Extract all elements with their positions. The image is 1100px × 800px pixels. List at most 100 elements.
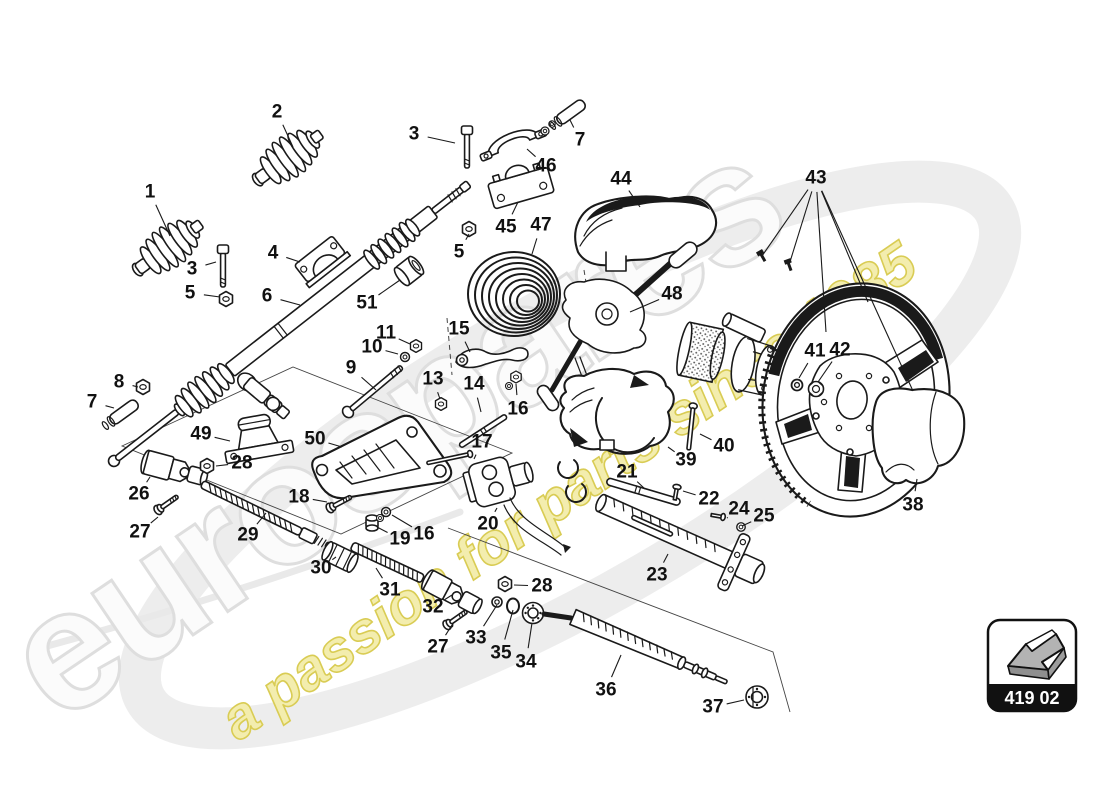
part-flex-shaft-29 — [200, 480, 335, 551]
part-screw-22 — [672, 483, 682, 501]
part-number-label-44: 44 — [610, 169, 632, 190]
badge-code-bar — [988, 684, 1076, 711]
part-number-label-39: 39 — [675, 450, 696, 471]
part-rack-clamp-4 — [294, 236, 352, 289]
part-ignition-wire — [503, 504, 562, 556]
leader-line — [817, 361, 833, 383]
leader-line — [504, 609, 514, 640]
part-bearing-37 — [745, 685, 769, 709]
part-ignition-joint-20 — [462, 456, 534, 508]
leader-line — [398, 338, 411, 345]
part-nut-13 — [434, 396, 448, 412]
part-half-collar — [565, 483, 587, 503]
part-number-label-43: 43 — [805, 168, 826, 189]
part-bushing-51 — [393, 255, 425, 287]
part-clamp-46 — [479, 128, 548, 162]
part-washer-16 — [375, 513, 385, 523]
leader-line — [376, 526, 388, 534]
part-number-label-29: 29 — [237, 525, 258, 546]
leader-line — [473, 454, 477, 460]
part-number-label-11: 11 — [376, 323, 397, 344]
part-number-label-21: 21 — [616, 462, 638, 483]
leader-line — [444, 594, 453, 600]
leader-line — [511, 201, 519, 215]
part-o-ring-35 — [506, 597, 520, 615]
part-number-label-33: 33 — [465, 628, 486, 649]
part-nut-28-left — [199, 457, 215, 475]
part-number-label-28: 28 — [531, 576, 552, 597]
leader-line — [146, 476, 151, 483]
part-number-label-13: 13 — [422, 369, 443, 390]
diagram-artwork — [99, 97, 966, 709]
leader-line — [682, 490, 696, 496]
part-number-label-15: 15 — [448, 319, 470, 340]
part-bearing-34 — [521, 601, 545, 625]
leader-line — [531, 238, 538, 255]
leader-line — [203, 294, 221, 298]
part-number-label-23: 23 — [646, 565, 667, 586]
badge-code-text: 419 02 — [1004, 688, 1059, 708]
part-number-label-48: 48 — [661, 284, 682, 305]
leader-line — [312, 498, 328, 503]
leader-line — [361, 376, 377, 391]
leader-line — [513, 584, 529, 587]
part-number-label-9: 9 — [346, 358, 357, 379]
leader-line — [515, 383, 518, 396]
part-number-label-46: 46 — [535, 156, 556, 177]
leader-line — [445, 624, 453, 636]
part-number-label-42: 42 — [829, 340, 850, 361]
part-number-label-20: 20 — [477, 514, 498, 535]
leader-line — [328, 442, 343, 448]
part-number-label-3: 3 — [409, 124, 420, 145]
leader-line — [215, 464, 229, 467]
leader-line — [527, 622, 533, 649]
leader-line — [761, 189, 809, 257]
leader-line — [427, 136, 456, 144]
part-combination-switch-48 — [536, 241, 698, 412]
part-number-label-3: 3 — [187, 259, 198, 280]
part-washer-25 — [736, 522, 746, 532]
leader-line — [437, 392, 441, 400]
watermark-swoosh-tail — [36, 508, 464, 652]
part-number-label-19: 19 — [389, 529, 410, 550]
leader-line — [378, 279, 401, 296]
part-number-label-35: 35 — [490, 643, 512, 664]
leader-line — [391, 514, 413, 528]
leader-line — [611, 654, 622, 678]
part-lever-15 — [455, 347, 529, 391]
leader-line — [256, 512, 267, 525]
leader-line — [132, 385, 139, 388]
part-ignition-wire — [509, 497, 567, 549]
part-bolt-3-left — [216, 244, 230, 288]
part-number-label-40: 40 — [713, 436, 734, 457]
part-number-label-2: 2 — [272, 102, 283, 123]
leader-line — [914, 478, 918, 492]
part-pin-7-left — [99, 397, 141, 432]
part-number-label-16: 16 — [413, 524, 434, 545]
part-number-label-45: 45 — [495, 217, 517, 238]
part-number-label-8: 8 — [114, 372, 125, 393]
leader-line — [105, 405, 115, 409]
leader-line — [155, 204, 171, 237]
part-nut-28-right — [497, 575, 513, 593]
leader-line — [494, 507, 498, 513]
leader-line — [629, 299, 660, 313]
part-nut-11 — [409, 338, 423, 354]
part-number-label-31: 31 — [379, 580, 401, 601]
part-nut-8 — [135, 378, 151, 396]
part-number-label-17: 17 — [471, 432, 492, 453]
leader-line — [816, 191, 827, 333]
leader-line — [741, 521, 752, 527]
part-number-label-30: 30 — [310, 558, 331, 579]
leader-line — [150, 516, 159, 524]
part-group-badge[interactable]: 419 02 — [986, 618, 1078, 713]
part-number-label-50: 50 — [304, 429, 325, 450]
part-number-label-6: 6 — [262, 286, 273, 307]
leader-line — [699, 433, 712, 441]
leader-line — [205, 261, 217, 266]
part-coil-spring-47 — [467, 251, 561, 337]
part-number-label-22: 22 — [698, 489, 719, 510]
part-number-label-37: 37 — [702, 697, 723, 718]
part-number-label-1: 1 — [145, 182, 156, 203]
